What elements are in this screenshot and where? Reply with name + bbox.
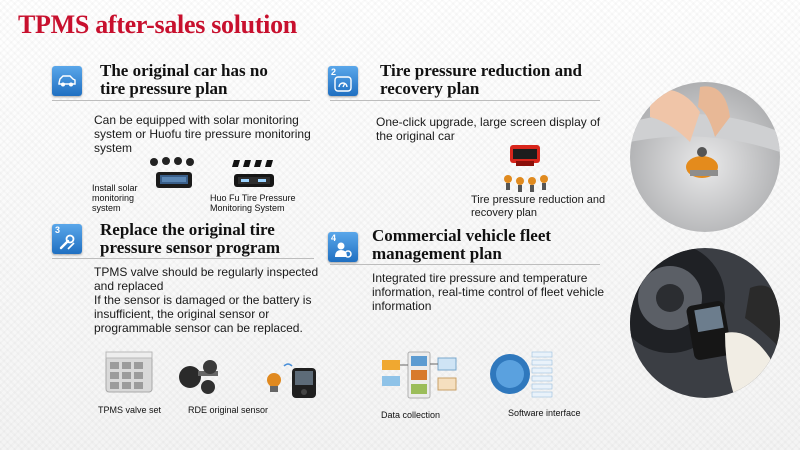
car-icon <box>58 75 76 87</box>
section-3-badge: 3 <box>52 224 82 254</box>
section-4-body: Integrated tire pressure and temperature… <box>372 271 605 313</box>
valve-set-image <box>105 351 153 393</box>
section-3-title: Replace the original tire pressure senso… <box>100 220 281 257</box>
page-title: TPMS after-sales solution <box>18 10 297 39</box>
reduction-kit-image <box>504 145 548 192</box>
data-collection-image <box>382 351 457 399</box>
section-2-number: 2 <box>331 67 337 77</box>
fleet-tool-photo <box>630 248 780 398</box>
section-4-badge: 4 <box>328 232 358 262</box>
section-4-number: 4 <box>331 233 337 243</box>
section-3-divider <box>52 258 314 259</box>
section-4-divider <box>330 264 600 265</box>
caption-huofu: Huo Fu Tire Pressure Monitoring System <box>210 193 296 213</box>
wrench-icon <box>59 234 75 250</box>
section-1-title: The original car has no tire pressure pl… <box>100 61 268 98</box>
section-2-divider <box>330 100 600 101</box>
section-1-badge <box>52 66 82 96</box>
software-interface-image <box>490 351 553 398</box>
caption-software: Software interface <box>508 408 581 418</box>
section-2-badge: 2 <box>328 66 358 96</box>
sensor-install-photo <box>630 82 780 232</box>
caption-solar: Install solar monitoring system <box>92 183 138 213</box>
solar-monitor-image <box>150 157 194 188</box>
section-3-body: TPMS valve should be regularly inspected… <box>94 265 319 335</box>
gauge-icon <box>334 76 352 92</box>
caption-reduction: Tire pressure reduction and recovery pla… <box>471 194 606 219</box>
user-gear-icon <box>335 242 352 258</box>
section-1-divider <box>52 100 310 101</box>
section-2-body: One-click upgrade, large screen display … <box>376 115 601 143</box>
section-3-number: 3 <box>55 225 61 235</box>
caption-rde: RDE original sensor <box>188 405 269 415</box>
caption-valve-set: TPMS valve set <box>98 405 162 415</box>
section-1-body: Can be equipped with solar monitoring sy… <box>94 113 311 155</box>
programmer-tool-image <box>267 363 316 398</box>
section-2-title: Tire pressure reduction and recovery pla… <box>380 61 582 98</box>
huofu-monitor-image <box>232 160 274 187</box>
rde-sensor-image <box>179 360 218 394</box>
section-4-title: Commercial vehicle fleet management plan <box>372 226 552 263</box>
caption-data-collection: Data collection <box>381 410 441 420</box>
